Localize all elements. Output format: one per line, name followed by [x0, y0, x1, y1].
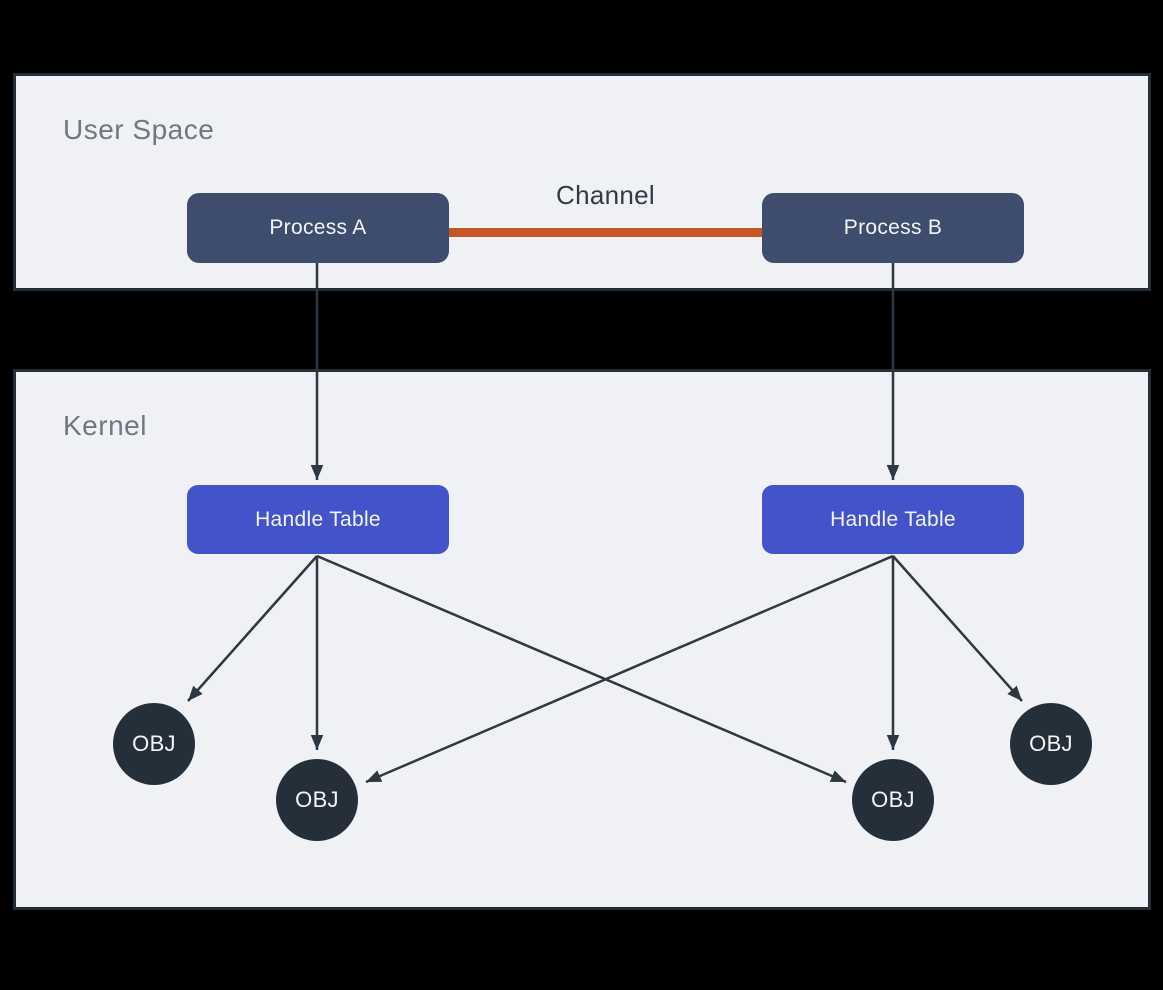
- handle-table-right-label: Handle Table: [830, 507, 956, 531]
- process-a-node: Process A: [187, 193, 449, 263]
- user-space-label: User Space: [63, 114, 215, 145]
- kernel-panel: Kernel: [13, 369, 1151, 910]
- obj-1-label: OBJ: [132, 731, 176, 756]
- channel-label: Channel: [556, 180, 655, 210]
- handle-table-left-node: Handle Table: [187, 485, 449, 554]
- process-b-label: Process B: [843, 216, 943, 239]
- handle-table-right-node: Handle Table: [762, 485, 1024, 554]
- obj-node-3: OBJ: [852, 759, 934, 841]
- process-b-node: Process B: [762, 193, 1024, 263]
- obj-node-2: OBJ: [276, 759, 358, 841]
- obj-3-label: OBJ: [871, 787, 915, 812]
- kernel-label: Kernel: [63, 410, 147, 441]
- obj-node-1: OBJ: [113, 703, 195, 785]
- process-a-label: Process A: [269, 216, 367, 239]
- obj-node-4: OBJ: [1010, 703, 1092, 785]
- obj-4-label: OBJ: [1029, 731, 1073, 756]
- handle-table-left-label: Handle Table: [255, 507, 381, 531]
- obj-2-label: OBJ: [295, 787, 339, 812]
